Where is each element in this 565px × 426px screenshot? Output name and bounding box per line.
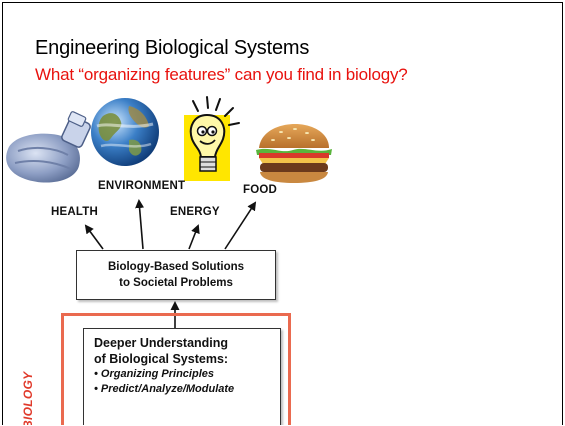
understanding-box-bullet1: • Organizing Principles xyxy=(94,368,214,380)
understanding-box-line2: of Biological Systems: xyxy=(94,352,229,366)
solutions-box-line2: to Societal Problems xyxy=(119,277,233,289)
arrow-to-energy xyxy=(188,224,200,250)
vertical-biology-label: BIOLOGY xyxy=(21,371,35,425)
solutions-box: Biology-Based Solutions to Societal Prob… xyxy=(76,250,276,300)
arrow-to-environment xyxy=(135,199,145,250)
biology-frame xyxy=(61,313,291,425)
light-bulb-icon xyxy=(184,96,240,181)
slide-title: Engineering Biological Systems xyxy=(35,37,310,59)
understanding-box-line1: Deeper Understanding xyxy=(94,336,229,350)
label-environment: ENVIRONMENT xyxy=(98,180,186,192)
arrow-to-food xyxy=(224,201,257,250)
label-health: HEALTH xyxy=(51,206,98,218)
earth-globe-icon xyxy=(91,98,159,166)
solutions-box-line1: Biology-Based Solutions xyxy=(107,261,245,273)
hot-water-bottle-icon xyxy=(6,111,91,183)
label-energy: ENERGY xyxy=(170,206,220,218)
understanding-box: Deeper Understanding of Biological Syste… xyxy=(83,328,281,425)
label-food: FOOD xyxy=(243,184,278,196)
arrows xyxy=(84,199,257,425)
arrow-to-health xyxy=(84,224,104,250)
slide-subtitle: What “organizing features” can you find … xyxy=(35,65,408,84)
understanding-box-bullet2: • Predict/Analyze/Modulate xyxy=(94,383,235,395)
hamburger-icon xyxy=(256,124,332,183)
